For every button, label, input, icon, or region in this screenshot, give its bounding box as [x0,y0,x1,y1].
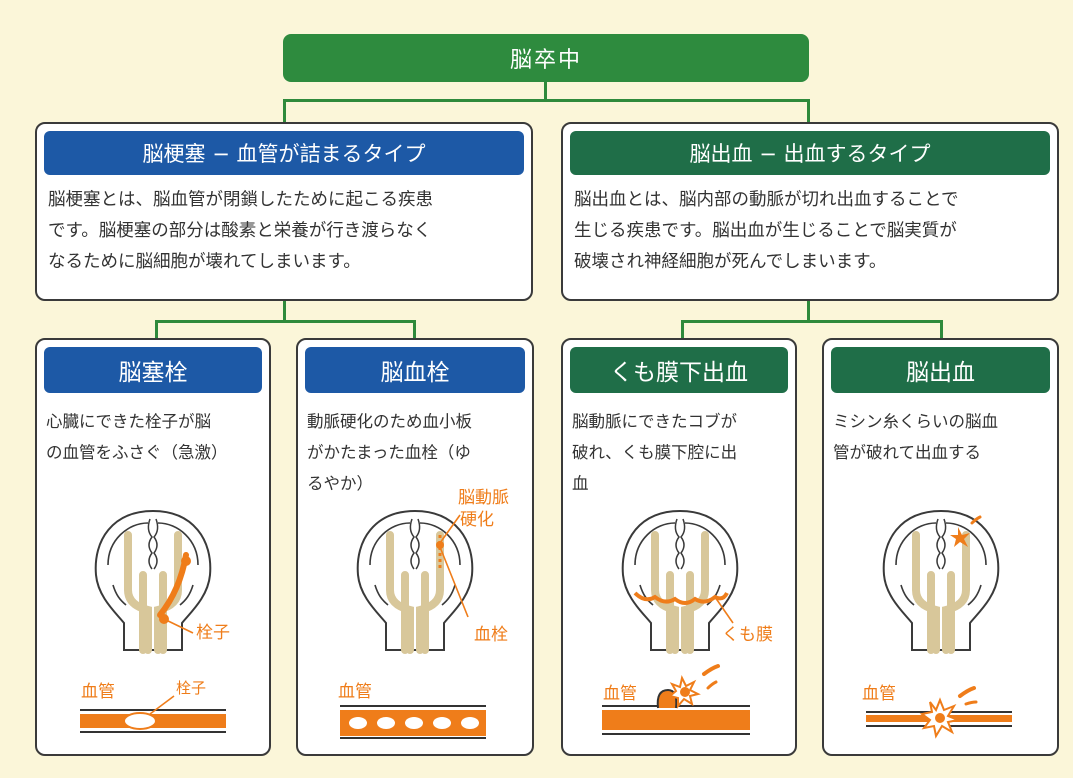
connector [155,320,416,323]
brain-illustration-thrombosis [356,509,474,654]
vessel-embolism [80,695,226,733]
card-text-thrombosis: 動脈硬化のため血小板がかたまった血栓（ゆるやか） [307,412,472,493]
label-vessel-embolus: 栓子 [176,679,207,697]
connector [283,99,286,123]
connector [681,320,943,323]
connector [155,320,158,340]
card-title-subarachnoid: くも膜下出血 [570,347,788,393]
connector [807,301,810,321]
hemorrhagic-stroke-description: 脳出血とは、脳内部の動脈が切れ出血することで 生じる疾患です。脳出血が生じること… [574,190,959,272]
connector [940,320,943,340]
card-title-embolism: 脳塞栓 [44,347,262,393]
vessel-intracerebral [866,686,1012,739]
label-arachnoid: くも膜 [722,625,773,645]
label-arteriosclerosis-1: 脳動脈 [458,488,509,508]
connector [681,320,684,340]
brain-illustration-embolism [94,509,212,654]
label-vessel-intracerebral: 血管 [862,684,896,704]
connector [413,320,416,340]
ischemic-stroke-title: 脳梗塞 − 血管が詰まるタイプ [44,131,524,175]
connector [283,301,286,321]
connector [807,99,810,123]
card-title-thrombosis: 脳血栓 [305,347,525,393]
label-embolus: 栓子 [196,623,230,643]
brain-illustration-intracerebral [882,509,1000,654]
hemorrhagic-stroke-title: 脳出血 − 出血するタイプ [570,131,1050,175]
card-text-subarachnoid: 脳動脈にできたコブが破れ、くも膜下腔に出血 [572,412,738,493]
vessel-subarachnoid [602,664,750,735]
label-vessel-subarachnoid: 血管 [603,684,637,704]
label-vessel-thrombosis: 血管 [338,682,372,702]
connector [283,99,810,102]
card-text-intracerebral: ミシン糸くらいの脳血管が破れて出血する [833,412,998,462]
label-thrombus: 血栓 [474,625,508,645]
vessel-thrombosis [340,705,486,739]
root-title: 脳卒中 [283,34,809,82]
connector [544,82,547,100]
card-title-intracerebral: 脳出血 [831,347,1050,393]
ischemic-stroke-description: 脳梗塞とは、脳血管が閉鎖したために起こる疾患 です。脳梗塞の部分は酸素と栄養が行… [48,190,433,272]
brain-illustration-subarachnoid [621,509,739,654]
label-vessel-embolism: 血管 [81,682,115,702]
card-text-embolism: 心臓にできた栓子が脳の血管をふさぐ（急激） [46,412,228,462]
label-arteriosclerosis-2: 硬化 [460,510,494,530]
